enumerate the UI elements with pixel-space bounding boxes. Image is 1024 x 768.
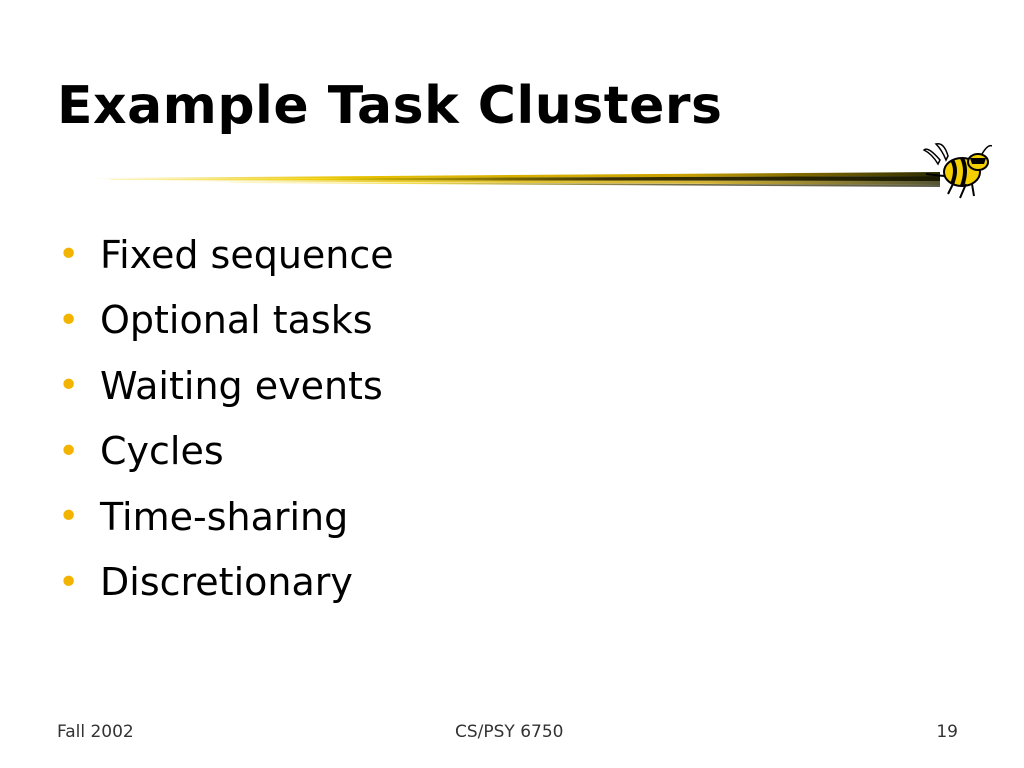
- bullet-item: • Fixed sequence: [58, 222, 394, 288]
- title-divider: [90, 172, 940, 187]
- yellow-jacket-bee-icon: [922, 143, 992, 199]
- bullet-text: Discretionary: [100, 560, 353, 605]
- bullet-dot-icon: •: [58, 234, 80, 276]
- bullet-dot-icon: •: [58, 365, 80, 407]
- bullet-item: • Time-sharing: [58, 484, 394, 550]
- bullet-item: • Optional tasks: [58, 288, 394, 354]
- bullet-item: • Waiting events: [58, 353, 394, 419]
- bullet-dot-icon: •: [58, 561, 80, 603]
- slide-title: Example Task Clusters: [57, 76, 723, 136]
- bullet-text: Waiting events: [100, 363, 383, 408]
- bullet-dot-icon: •: [58, 430, 80, 472]
- bullet-dot-icon: •: [58, 299, 80, 341]
- footer-date: Fall 2002: [57, 722, 134, 742]
- bullet-text: Fixed sequence: [100, 232, 394, 277]
- slide-number: 19: [936, 722, 958, 742]
- bullet-dot-icon: •: [58, 496, 80, 538]
- bullet-item: • Discretionary: [58, 550, 394, 616]
- bullet-item: • Cycles: [58, 419, 394, 485]
- bullet-text: Cycles: [100, 429, 224, 474]
- bullet-list: • Fixed sequence • Optional tasks • Wait…: [58, 222, 394, 615]
- bullet-text: Optional tasks: [100, 298, 373, 343]
- bullet-text: Time-sharing: [100, 494, 349, 539]
- footer-course: CS/PSY 6750: [455, 722, 564, 742]
